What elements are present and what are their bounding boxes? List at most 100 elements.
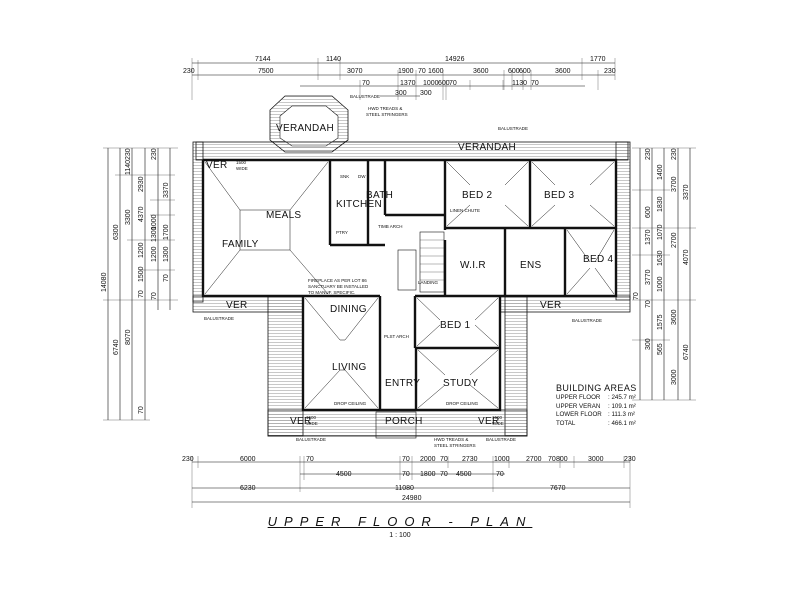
- dim-right-col4-0: 230: [645, 148, 652, 160]
- room-label-wir: W.I.R: [460, 260, 486, 271]
- room-label-bath: BATH: [366, 190, 393, 201]
- room-label-kitchen: KITCHEN: [336, 199, 382, 210]
- room-label-family: FAMILY: [222, 239, 259, 250]
- dim-top-row1-1: 1140: [326, 56, 341, 63]
- plan-title: UPPER FLOOR - PLAN: [267, 514, 533, 529]
- note-drop-ceiling-left: DROP CEILING: [334, 401, 367, 406]
- dim-bottom-row1-3: 70: [402, 456, 410, 463]
- dim-left-col3-0: 1140: [125, 160, 132, 175]
- dim-bottom-row1-0: 230: [182, 456, 194, 463]
- note-balustrade-top: BALUSTRADE: [498, 126, 528, 131]
- dim-right-col1-1: 4070: [683, 249, 690, 265]
- dim-bottom-row1-11: 3000: [588, 456, 604, 463]
- note-w1500-left: 1500: [306, 415, 317, 420]
- note-steel-stringers-top: STEEL STRINGERS: [366, 112, 408, 117]
- note-wide-left: WIDE: [306, 421, 318, 426]
- room-label-ens: ENS: [520, 260, 541, 271]
- note-steel-stringers-bottom: STEEL STRINGERS: [434, 443, 476, 448]
- area-value: : 245.7 m²: [608, 394, 636, 402]
- room-labels: VERANDAH VERANDAH VER 1500 WIDE MEALS FA…: [206, 123, 613, 427]
- dim-top-row3-2: 1000: [423, 80, 439, 87]
- dim-right-col1-0: 3370: [683, 184, 690, 200]
- dim-bottom-row2-5: 70: [496, 471, 504, 478]
- dim-bottom-row2-4: 4500: [456, 471, 472, 478]
- dim-top-row3-4: 70: [449, 80, 457, 87]
- room-label-ver-bottom-right: VER: [478, 416, 499, 427]
- area-value: : 466.1 m²: [608, 419, 636, 427]
- dim-right-col2-3: 3600: [671, 309, 678, 325]
- room-label-verandah-top: VERANDAH: [458, 142, 516, 153]
- dim-top-row2-3: 70: [418, 68, 426, 75]
- building-areas-table: BUILDING AREAS UPPER FLOOR : 245.7 m² UP…: [556, 383, 656, 428]
- dim-top-row3-5: 1130: [512, 80, 527, 87]
- dim-right-col4-4: 70: [633, 292, 640, 300]
- room-label-ver-bottom-left: VER: [290, 416, 311, 427]
- dim-right-col3-2: 1070: [657, 224, 664, 240]
- dim-left-col3-1: 3300: [125, 209, 132, 225]
- dim-top-row3-1: 1370: [400, 80, 416, 87]
- walls: [201, 158, 618, 412]
- dim-right-col4-5: 70: [645, 300, 652, 308]
- dim-left-col5-4: 1700: [163, 224, 170, 240]
- dim-bottom-row2-0: 4500: [336, 471, 352, 478]
- note-balustrade-mid-right: BALUSTRADE: [572, 318, 602, 323]
- dim-right-col2-4: 3000: [671, 369, 678, 385]
- room-label-meals: MEALS: [266, 210, 301, 221]
- dim-top-row2-0: 7500: [258, 68, 274, 75]
- plan-scale: 1 : 100: [389, 532, 411, 539]
- dim-top-row2-6: 600: [508, 68, 520, 75]
- note-snk: SNK: [340, 174, 349, 179]
- dim-top-row4-0: 300: [395, 90, 407, 97]
- dim-bottom-row1-5: 70: [440, 456, 448, 463]
- verandah-decks: [192, 95, 631, 437]
- room-label-bed3: BED 3: [544, 190, 575, 201]
- room-label-bed1: BED 1: [440, 320, 471, 331]
- note-hwd-treads-bottom: HWD TREADS &: [434, 437, 468, 442]
- room-label-verandah-octagon: VERANDAH: [276, 123, 334, 134]
- verandah-right-strip: [615, 141, 631, 301]
- left-dimensions: 14080 6300 6740 1140 3300 8070 230 2930 …: [101, 147, 178, 421]
- note-drop-ceiling-right: DROP CEILING: [446, 401, 479, 406]
- area-label: LOWER FLOOR: [556, 411, 602, 419]
- dim-left-col5-2: 1000: [151, 214, 158, 230]
- dim-bottom-row3-0: 6230: [240, 485, 256, 492]
- note-fireplace-3: TO MANUF. SPECIFIC.: [308, 290, 355, 295]
- verandah-left-strip: [192, 141, 204, 303]
- dim-top-row4-1: 300: [420, 90, 432, 97]
- area-value: : 109.1 m²: [608, 402, 636, 410]
- dim-bottom-row1-12: 230: [624, 456, 636, 463]
- dim-top-row2-4: 1600: [428, 68, 444, 75]
- building-areas-title: BUILDING AREAS: [556, 383, 637, 393]
- dim-left-col3-2: 8070: [125, 329, 132, 345]
- room-label-ver-mid-left: VER: [226, 300, 247, 311]
- dim-right-col3-3: 1630: [657, 250, 664, 266]
- ver-left-width: 1500: [236, 160, 247, 165]
- dim-right-col3-4: 1000: [657, 276, 664, 292]
- dim-top-row1-2: 14926: [445, 56, 465, 63]
- dim-left-col5-0: 2930: [138, 176, 145, 192]
- dim-left-col6-5: 70: [138, 406, 145, 414]
- dim-right-col3-0: 1400: [657, 164, 664, 180]
- dim-top-row3-3: 600: [438, 80, 450, 87]
- dim-left-col2-0: 6300: [113, 224, 120, 240]
- note-balustrade-mid-left: BALUSTRADE: [204, 316, 234, 321]
- note-landing: LANDING: [418, 280, 439, 285]
- area-row-total: TOTAL : 466.1 m²: [556, 420, 656, 428]
- note-w1500-right: 1500: [492, 415, 503, 420]
- note-wide-right: WIDE: [492, 421, 504, 426]
- dim-left-col5-1: 4370: [138, 206, 145, 222]
- dim-top-row3-0: 70: [362, 80, 370, 87]
- note-dw: DW: [358, 174, 366, 179]
- dim-right-col3-5: 1575: [657, 314, 664, 330]
- room-label-living: LIVING: [332, 362, 367, 373]
- note-fireplace-1: FIREPLACE AS PER LOT 86: [308, 278, 367, 283]
- room-label-ver-mid-right: VER: [540, 300, 561, 311]
- dim-bottom-row3-1: 11080: [395, 485, 414, 492]
- dim-right-col1-2: 6740: [683, 344, 690, 360]
- dim-top-row1-3: 1770: [590, 56, 606, 63]
- dim-right-col2-1: 3700: [671, 176, 678, 192]
- dim-bottom-row1-10: 800: [556, 456, 568, 463]
- room-label-dining: DINING: [330, 304, 367, 315]
